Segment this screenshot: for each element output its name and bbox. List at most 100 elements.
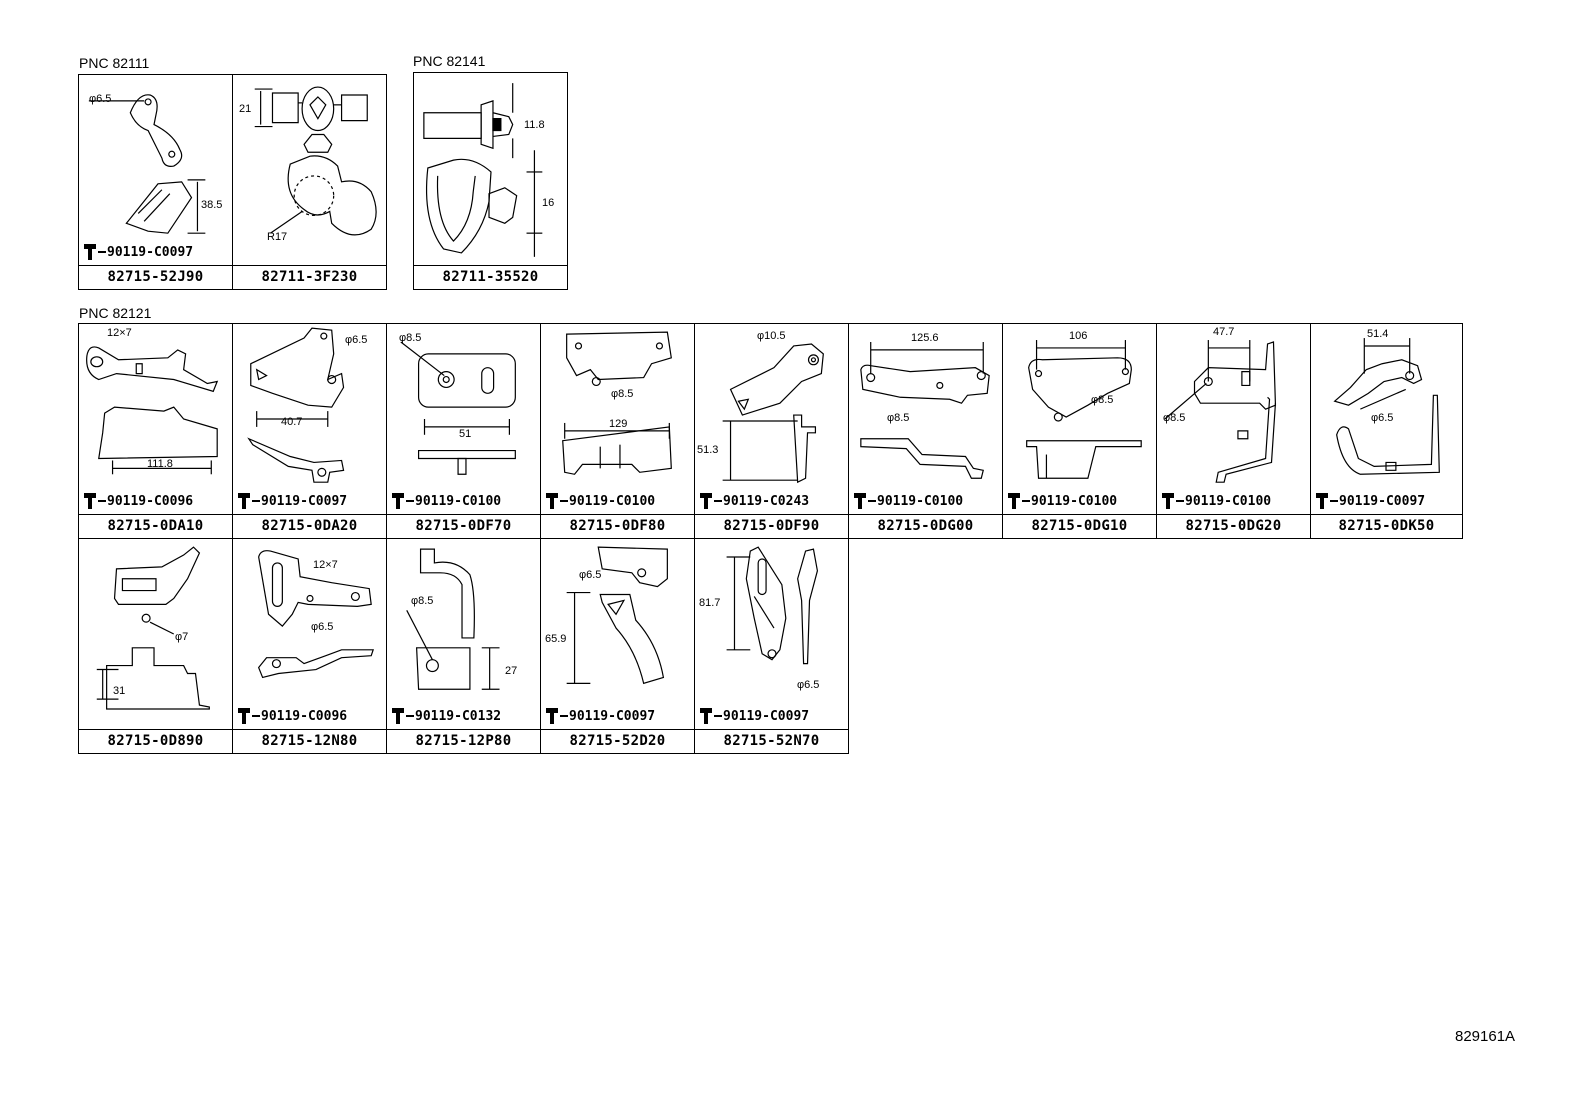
clamp-drawing <box>233 75 386 265</box>
bolt-callout: 90119-C0097 <box>83 243 193 261</box>
bolt-part-number: 90119-C0097 <box>261 493 348 509</box>
part-number[interactable]: 82715-0DG10 <box>1003 514 1156 538</box>
bracket-drawing <box>233 539 386 729</box>
bolt-callout: 90119-C0100 <box>545 492 655 510</box>
part-number[interactable]: 82715-12N80 <box>233 729 386 753</box>
part-number[interactable]: 82715-52D20 <box>541 729 694 753</box>
figure-id: 829161A <box>1455 1028 1516 1045</box>
bolt-part-number: 90119-C0100 <box>1185 493 1272 509</box>
bolt-part-number: 90119-C0100 <box>415 493 502 509</box>
bolt-part-number: 90119-C0100 <box>1031 493 1118 509</box>
part-cell[interactable]: φ10.5 51.3 90119-C0243 82715-0DF90 <box>694 323 849 539</box>
dimension-label: φ6.5 <box>1371 412 1394 424</box>
dimension-label: φ10.5 <box>757 330 786 342</box>
bolt-icon <box>84 493 96 509</box>
part-cell[interactable]: 81.7 φ6.5 90119-C0097 82715-52N70 <box>694 538 849 754</box>
dimension-label: φ6.5 <box>89 93 112 105</box>
bracket-drawing <box>541 539 694 729</box>
part-cell[interactable]: φ6.5 65.9 90119-C0097 82715-52D20 <box>540 538 695 754</box>
dimension-label: 106 <box>1069 330 1088 342</box>
bolt-callout: 90119-C0097 <box>1315 492 1425 510</box>
dimension-label: φ6.5 <box>345 334 368 346</box>
dimension-label: 81.7 <box>699 597 721 609</box>
dimension-label: 51 <box>459 428 472 440</box>
part-number[interactable]: 82715-0DG00 <box>849 514 1002 538</box>
part-cell[interactable]: 51.4 φ6.5 90119-C0097 82715-0DK50 <box>1310 323 1463 539</box>
bolt-icon <box>1008 493 1020 509</box>
pnc-label-82111: PNC 82111 <box>79 55 150 71</box>
dimension-label: φ8.5 <box>611 388 634 400</box>
part-number[interactable]: 82715-52J90 <box>79 265 232 289</box>
bracket-drawing <box>695 324 848 514</box>
bracket-drawing <box>695 539 848 729</box>
dimension-label: 47.7 <box>1213 326 1235 338</box>
dimension-label: 27 <box>505 665 518 677</box>
part-number[interactable]: 82711-3F230 <box>233 265 386 289</box>
bolt-callout: 90119-C0097 <box>699 707 809 725</box>
dimension-label: 16 <box>542 197 555 209</box>
bolt-callout: 90119-C0096 <box>237 707 347 725</box>
part-number[interactable]: 82715-0DA20 <box>233 514 386 538</box>
pnc-label-82121: PNC 82121 <box>79 305 152 321</box>
part-cell[interactable]: 11.8 16 82711-35520 <box>413 72 568 290</box>
bracket-drawing <box>1003 324 1156 514</box>
part-number[interactable]: 82715-0DF80 <box>541 514 694 538</box>
dimension-label: 51.3 <box>697 444 719 456</box>
dimension-label: φ6.5 <box>311 621 334 633</box>
bolt-icon <box>700 493 712 509</box>
part-cell[interactable]: 106 φ8.5 90119-C0100 82715-0DG10 <box>1002 323 1157 539</box>
part-cell[interactable]: φ7 31 82715-0D890 <box>78 538 233 754</box>
part-number[interactable]: 82715-52N70 <box>695 729 848 753</box>
dimension-label: 65.9 <box>545 633 567 645</box>
bolt-part-number: 90119-C0097 <box>1339 493 1426 509</box>
dimension-label: φ8.5 <box>1091 394 1114 406</box>
dimension-label: 38.5 <box>201 199 223 211</box>
part-cell[interactable]: 12×7 111.8 90119-C0096 82715-0DA10 <box>78 323 233 539</box>
bolt-part-number: 90119-C0097 <box>107 244 194 260</box>
part-cell[interactable]: 125.6 φ8.5 90119-C0100 82715-0DG00 <box>848 323 1003 539</box>
bolt-icon <box>700 708 712 724</box>
dimension-label: φ6.5 <box>797 679 820 691</box>
part-cell[interactable]: φ8.5 129 90119-C0100 82715-0DF80 <box>540 323 695 539</box>
part-cell[interactable]: φ8.5 51 90119-C0100 82715-0DF70 <box>386 323 541 539</box>
plate-drawing <box>387 324 540 514</box>
bolt-icon <box>392 708 404 724</box>
bolt-callout: 90119-C0097 <box>545 707 655 725</box>
part-cell[interactable]: φ8.5 27 90119-C0132 82715-12P80 <box>386 538 541 754</box>
part-number[interactable]: 82715-0DG20 <box>1157 514 1310 538</box>
dimension-label: φ8.5 <box>1163 412 1186 424</box>
bolt-icon <box>854 493 866 509</box>
part-cell[interactable]: φ6.5 38.5 90119-C0097 82715-52J90 <box>78 74 233 290</box>
dimension-label: 51.4 <box>1367 328 1389 340</box>
part-number[interactable]: 82715-0DA10 <box>79 514 232 538</box>
part-number[interactable]: 82715-0D890 <box>79 729 232 753</box>
part-number[interactable]: 82715-0DF90 <box>695 514 848 538</box>
part-cell[interactable]: 21 R17 82711-3F230 <box>232 74 387 290</box>
bracket-drawing <box>387 539 540 729</box>
bolt-part-number: 90119-C0096 <box>107 493 194 509</box>
dimension-label: φ8.5 <box>399 332 422 344</box>
dimension-label: 31 <box>113 685 126 697</box>
bolt-part-number: 90119-C0097 <box>569 708 656 724</box>
part-number[interactable]: 82711-35520 <box>414 265 567 289</box>
part-number[interactable]: 82715-0DK50 <box>1311 514 1462 538</box>
part-number[interactable]: 82715-0DF70 <box>387 514 540 538</box>
part-number[interactable]: 82715-12P80 <box>387 729 540 753</box>
dimension-label: 12×7 <box>313 559 338 571</box>
bolt-icon <box>392 493 404 509</box>
bracket-drawing <box>1311 324 1462 514</box>
bolt-icon <box>238 493 250 509</box>
bolt-callout: 90119-C0100 <box>1161 492 1271 510</box>
dimension-label: 11.8 <box>524 119 545 131</box>
bolt-icon <box>546 493 558 509</box>
bolt-icon <box>1316 493 1328 509</box>
dimension-label: 125.6 <box>911 332 939 344</box>
bolt-callout: 90119-C0097 <box>237 492 347 510</box>
part-cell[interactable]: 47.7 φ8.5 90119-C0100 82715-0DG20 <box>1156 323 1311 539</box>
bolt-part-number: 90119-C0100 <box>877 493 964 509</box>
part-cell[interactable]: 12×7 φ6.5 90119-C0096 82715-12N80 <box>232 538 387 754</box>
bolt-callout: 90119-C0096 <box>83 492 193 510</box>
bolt-part-number: 90119-C0096 <box>261 708 348 724</box>
bracket-drawing <box>79 324 232 514</box>
part-cell[interactable]: φ6.5 40.7 90119-C0097 82715-0DA20 <box>232 323 387 539</box>
